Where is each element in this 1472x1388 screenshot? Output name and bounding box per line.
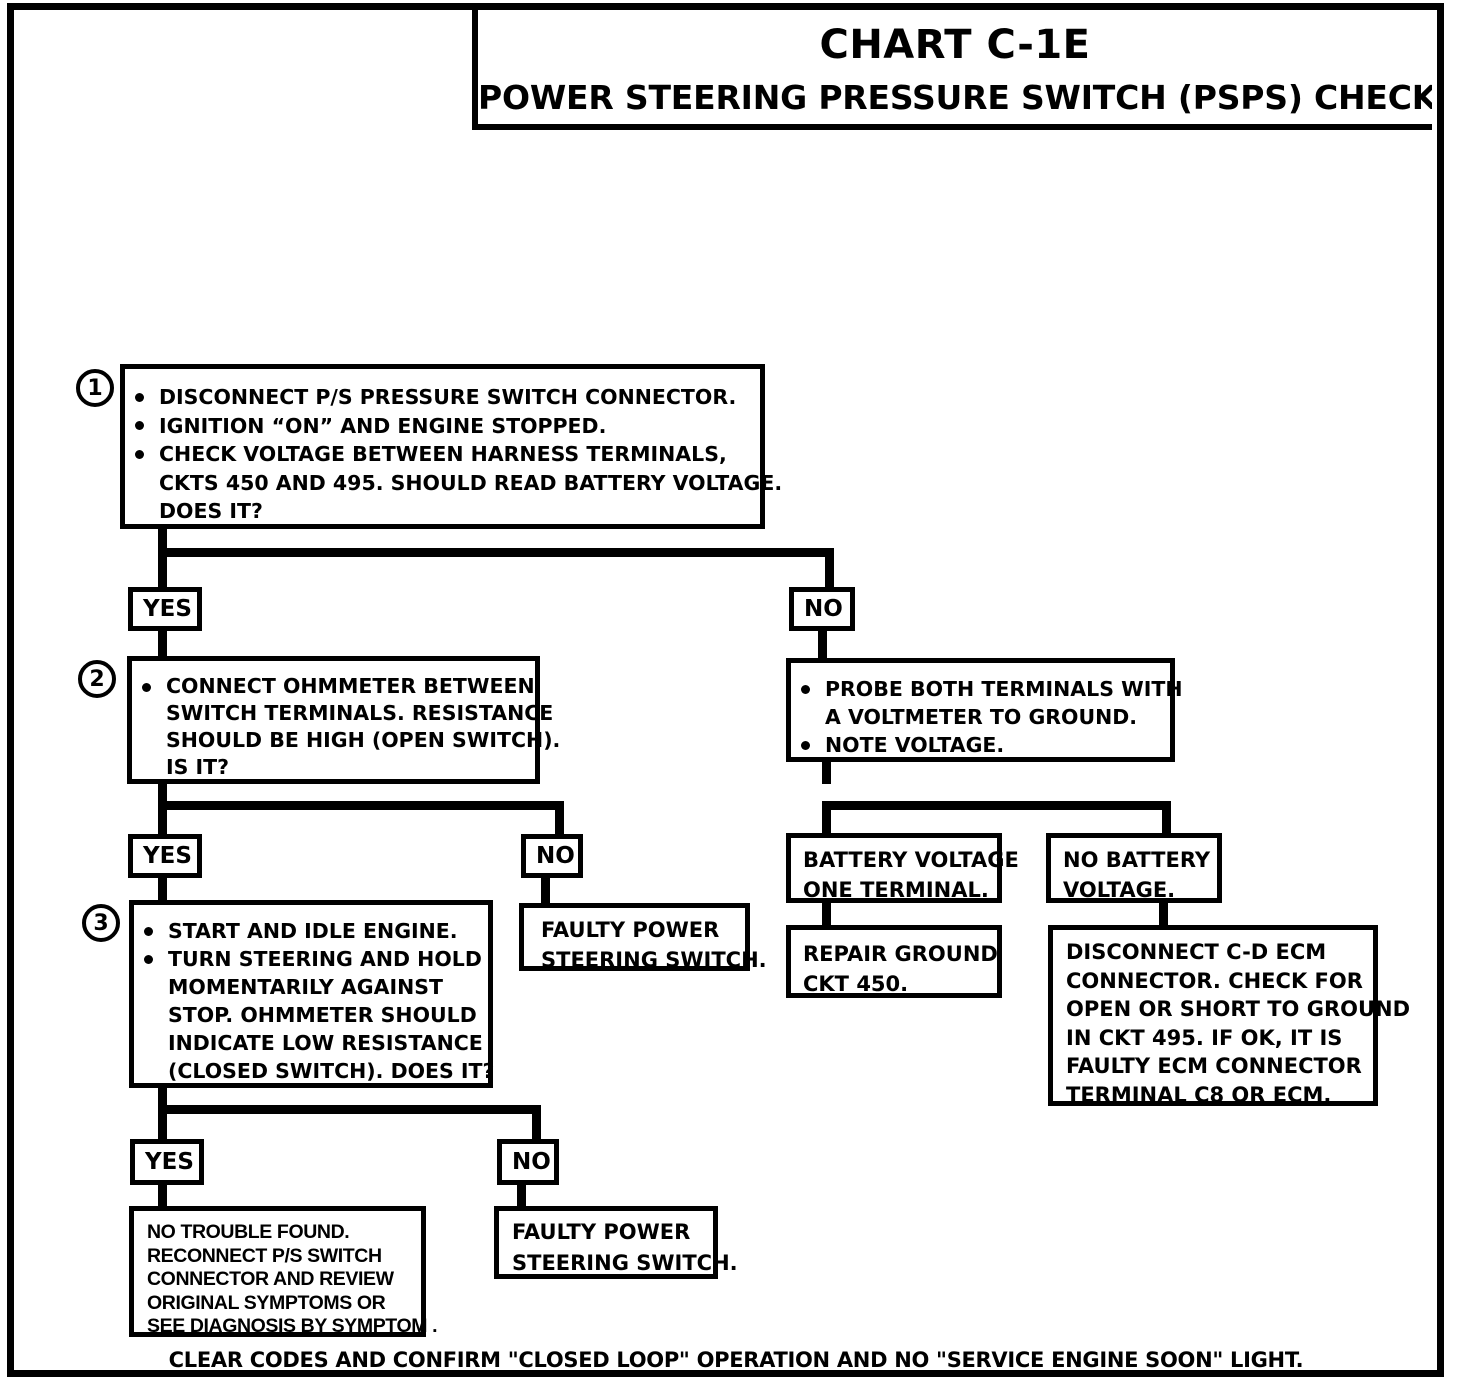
step-3-bullet-1: START AND IDLE ENGINE.	[134, 917, 488, 945]
connector-step3-split-horizontal	[158, 1105, 541, 1114]
connector-nobattery-to-ecm	[1159, 901, 1168, 927]
step-3-bullet-list: START AND IDLE ENGINE. TURN STEERING AND…	[134, 917, 494, 1085]
connector-yes3-to-notrouble	[158, 1183, 167, 1209]
connector-yes2-to-step3	[158, 876, 167, 905]
probe-terminals-box: PROBE BOTH TERMINALS WITH A VOLTMETER TO…	[786, 658, 1183, 762]
connector-step3-stem	[158, 1088, 167, 1108]
step-2-bullet-list: CONNECT OHMMETER BETWEEN SWITCH TERMINAL…	[132, 673, 560, 781]
chart-title-primary: CHART C-1E	[819, 22, 1091, 68]
step-1-bullet-1: DISCONNECT P/S PRESSURE SWITCH CONNECTOR…	[125, 383, 760, 412]
chart-title-secondary: POWER STEERING PRESSURE SWITCH (PSPS) CH…	[478, 78, 1432, 117]
step-box-2: CONNECT OHMMETER BETWEEN SWITCH TERMINAL…	[127, 656, 560, 784]
connector-step2-stem	[158, 784, 167, 804]
connector-step1-stem	[158, 529, 167, 551]
probe-bullet-1: PROBE BOTH TERMINALS WITH A VOLTMETER TO…	[791, 675, 1183, 731]
connector-no1-to-probe	[818, 629, 827, 659]
decision-no-step1: NO	[789, 587, 855, 631]
step-1-bullet-3: CHECK VOLTAGE BETWEEN HARNESS TERMINALS,…	[125, 440, 782, 526]
connector-battery-to-repair	[822, 901, 831, 927]
probe-bullet-2: NOTE VOLTAGE.	[791, 731, 1170, 759]
page-border	[7, 3, 1444, 1377]
step-box-3: START AND IDLE ENGINE. TURN STEERING AND…	[129, 900, 494, 1088]
repair-ground-box: REPAIR GROUND CKT 450.	[786, 925, 1002, 998]
no-battery-voltage-box: NO BATTERY VOLTAGE.	[1046, 833, 1222, 903]
connector-no2-to-faulty	[541, 876, 550, 905]
connector-yes1-to-step2	[158, 629, 167, 659]
step-box-1: DISCONNECT P/S PRESSURE SWITCH CONNECTOR…	[120, 364, 782, 529]
connector-step2-no-drop	[555, 801, 564, 838]
disconnect-ecm-box: DISCONNECT C-D ECM CONNECTOR. CHECK FOR …	[1048, 925, 1410, 1107]
connector-step1-no-drop	[825, 548, 834, 590]
probe-bullet-list: PROBE BOTH TERMINALS WITH A VOLTMETER TO…	[791, 675, 1183, 759]
step-1-bullet-list: DISCONNECT P/S PRESSURE SWITCH CONNECTOR…	[125, 383, 782, 526]
connector-probe-split-horizontal	[822, 801, 1171, 810]
step-2-bullet-1: CONNECT OHMMETER BETWEEN SWITCH TERMINAL…	[132, 673, 560, 781]
connector-step2-split-horizontal	[158, 801, 564, 810]
chart-title-box: CHART C-1E POWER STEERING PRESSURE SWITC…	[472, 3, 1432, 130]
connector-step1-yes-drop	[158, 548, 167, 590]
step-number-2: 2	[78, 660, 116, 698]
connector-probe-stem	[822, 762, 831, 784]
faulty-switch-box-step2: FAULTY POWER STEERING SWITCH.	[519, 903, 767, 972]
connector-probe-nobattery-drop	[1162, 801, 1171, 836]
decision-no-step2: NO	[521, 834, 583, 878]
decision-yes-step2: YES	[128, 834, 202, 878]
connector-step3-no-drop	[532, 1105, 541, 1143]
faulty-switch-box-step3: FAULTY POWER STEERING SWITCH.	[494, 1206, 738, 1279]
battery-voltage-one-terminal-box: BATTERY VOLTAGE ONE TERMINAL.	[786, 833, 1019, 903]
decision-yes-step1: YES	[128, 587, 202, 631]
connector-probe-battery-drop	[822, 801, 831, 836]
chart-footer-note: CLEAR CODES AND CONFIRM "CLOSED LOOP" OP…	[168, 1348, 1304, 1372]
no-trouble-found-box: NO TROUBLE FOUND. RECONNECT P/S SWITCH C…	[129, 1206, 438, 1337]
decision-yes-step3: YES	[130, 1139, 204, 1185]
connector-step2-yes-drop	[158, 801, 167, 838]
connector-step3-yes-drop	[158, 1105, 167, 1143]
step-number-3: 3	[82, 904, 120, 942]
decision-no-step3: NO	[497, 1139, 559, 1185]
connector-step1-split-horizontal	[158, 548, 834, 557]
step-3-bullet-2: TURN STEERING AND HOLD MOMENTARILY AGAIN…	[134, 945, 494, 1085]
step-1-bullet-2: IGNITION “ON” AND ENGINE STOPPED.	[125, 412, 760, 441]
connector-no3-to-faulty	[517, 1183, 526, 1209]
step-number-1: 1	[76, 369, 114, 407]
